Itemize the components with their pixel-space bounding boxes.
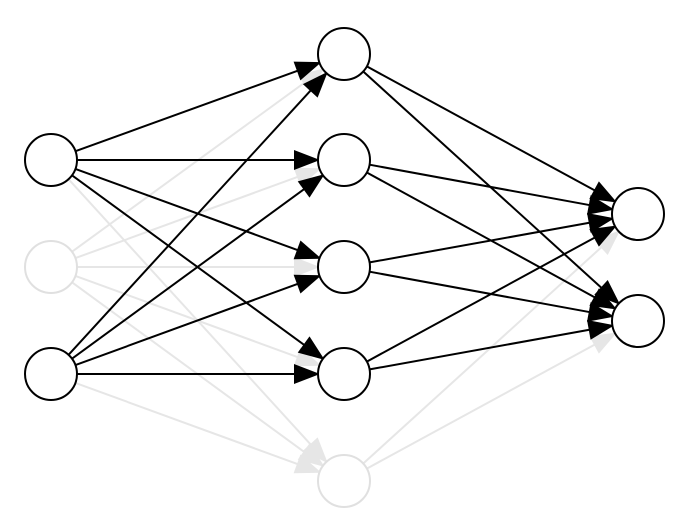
arrowhead-0-2-to-1-4	[293, 454, 322, 474]
edge-1-0-to-2-0	[366, 65, 597, 192]
hidden-node-1	[317, 133, 371, 187]
input-node-2	[24, 347, 78, 401]
edge-1-3-to-2-0	[366, 236, 597, 363]
arrowhead-1-1-to-2-0	[587, 195, 615, 215]
edge-1-2-to-2-0	[369, 221, 591, 264]
edge-0-2-to-1-4	[75, 381, 300, 466]
hidden-node-0	[317, 27, 371, 81]
edge-0-0-to-1-0	[75, 69, 300, 153]
arrowhead-1-0-to-2-1	[594, 279, 621, 305]
edge-1-4-to-2-0	[362, 245, 604, 465]
arrowhead-0-2-to-1-3	[294, 364, 320, 384]
arrowhead-1-3-to-2-1	[587, 320, 615, 340]
arrowhead-0-1-to-1-2	[294, 257, 320, 277]
arrowhead-0-2-to-1-0	[302, 71, 328, 98]
edges-layer	[67, 61, 621, 474]
arrowhead-0-0-to-1-0	[293, 61, 322, 81]
arrowhead-1-3-to-2-0	[589, 225, 617, 247]
input-node-1	[24, 240, 78, 294]
hidden-node-4	[317, 454, 371, 508]
edge-1-1-to-2-1	[366, 171, 597, 299]
arrowhead-0-2-to-1-1	[297, 174, 325, 198]
edge-0-0-to-1-3	[71, 174, 306, 347]
edge-0-1-to-1-3	[75, 274, 300, 359]
arrowhead-0-0-to-1-2	[293, 240, 322, 260]
edge-0-1-to-1-4	[71, 281, 306, 454]
edge-0-1-to-1-1	[75, 175, 300, 260]
edge-1-3-to-2-1	[369, 328, 591, 371]
edge-1-1-to-2-0	[369, 163, 591, 207]
arrowhead-0-0-to-1-3	[297, 336, 325, 360]
hidden-node-3	[317, 347, 371, 401]
arrowhead-1-1-to-2-1	[589, 288, 617, 310]
arrowhead-0-2-to-1-2	[293, 274, 322, 294]
edge-0-2-to-1-1	[71, 187, 306, 360]
edge-0-1-to-1-0	[71, 81, 306, 253]
arrowhead-1-4-to-2-0	[594, 230, 621, 256]
edge-1-2-to-2-1	[369, 270, 591, 314]
arrowhead-0-0-to-1-4	[302, 437, 328, 464]
edge-0-0-to-1-2	[75, 167, 300, 252]
hidden-node-2	[317, 240, 371, 294]
arrowhead-1-2-to-2-1	[587, 302, 615, 322]
arrowhead-1-2-to-2-0	[587, 213, 615, 233]
arrowhead-0-0-to-1-1	[294, 150, 320, 170]
edge-1-0-to-2-1	[362, 70, 604, 290]
output-node-0	[611, 187, 665, 241]
arrowhead-1-4-to-2-1	[589, 332, 617, 354]
edge-0-0-to-1-4	[67, 178, 313, 447]
output-node-1	[611, 294, 665, 348]
arrowhead-1-0-to-2-0	[589, 181, 617, 203]
nodes-layer	[24, 27, 665, 508]
edge-1-4-to-2-1	[366, 343, 597, 470]
edge-0-2-to-1-0	[67, 88, 313, 356]
input-node-0	[24, 133, 78, 187]
edge-0-2-to-1-2	[75, 282, 300, 367]
